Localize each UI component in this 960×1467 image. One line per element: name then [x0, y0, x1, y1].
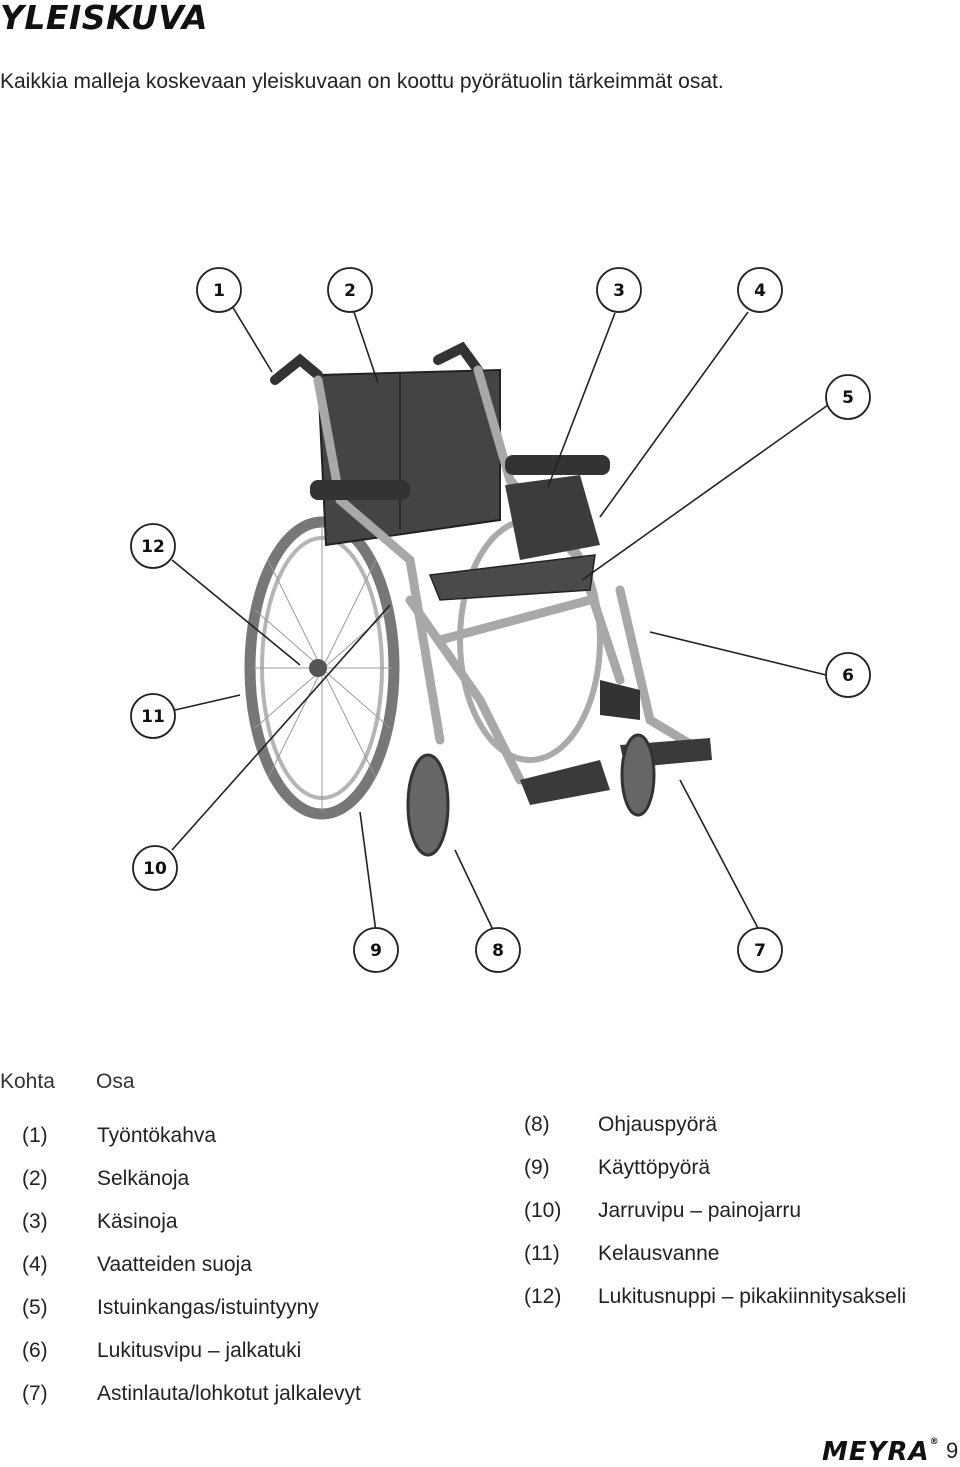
push-handle-left: [270, 353, 323, 385]
callout-6: 6: [825, 652, 871, 698]
list-item: (5) Istuinkangas/istuintyyny: [22, 1296, 361, 1339]
item-number: (4): [22, 1253, 48, 1276]
item-label: Astinlauta/lohkotut jalkalevyt: [97, 1382, 361, 1405]
castor-front-left: [406, 753, 450, 857]
parts-list-right: (8) Ohjauspyörä (9) Käyttöpyörä (10) Jarruv…: [524, 1113, 906, 1328]
column-header-part: Osa: [96, 1070, 135, 1093]
item-label: Ohjauspyörä: [598, 1113, 718, 1136]
svg-text:9: 9: [370, 941, 382, 961]
armrest-left: [310, 480, 410, 500]
item-number: (2): [22, 1167, 48, 1190]
column-header-item: Kohta: [0, 1070, 55, 1093]
footplate-left: [520, 760, 610, 805]
castor-front-right: [620, 733, 656, 817]
list-item: (2) Selkänoja: [22, 1167, 361, 1210]
callout-2: 2: [327, 267, 373, 313]
page-number: 9: [946, 1438, 959, 1463]
svg-text:10: 10: [143, 859, 167, 879]
svg-text:2: 2: [344, 281, 356, 301]
item-label: Selkänoja: [97, 1167, 190, 1190]
item-number: (10): [524, 1199, 562, 1222]
push-handle-right: [433, 341, 483, 375]
callout-7: 7: [737, 927, 783, 973]
page-title: YLEISKUVA: [0, 0, 209, 37]
page-subtitle: Kaikkia malleja koskevaan yleiskuvaan on…: [0, 70, 724, 93]
list-item: (10) Jarruvipu – painojarru: [524, 1199, 906, 1242]
item-label: Työntökahva: [97, 1124, 217, 1147]
brand-name: MEYRA: [822, 1437, 930, 1467]
item-number: (1): [22, 1124, 48, 1147]
wheelchair-illustration: [244, 341, 712, 857]
item-label: Vaatteiden suoja: [97, 1253, 252, 1276]
registered-mark: ®: [929, 1437, 940, 1447]
item-label: Jarruvipu – painojarru: [598, 1199, 802, 1222]
item-number: (6): [22, 1339, 48, 1362]
item-label: Lukitusnuppi – pikakiinnitysakseli: [598, 1285, 907, 1308]
callout-9: 9: [353, 927, 399, 973]
item-number: (3): [22, 1210, 48, 1233]
item-number: (11): [524, 1242, 560, 1265]
list-item: (11) Kelausvanne: [524, 1242, 906, 1285]
callout-markers: 1 2 3 4 5 6 7 8: [130, 267, 871, 973]
callout-5: 5: [825, 374, 871, 420]
item-number: (9): [524, 1156, 550, 1179]
item-label: Kelausvanne: [598, 1242, 720, 1265]
callout-3: 3: [596, 267, 642, 313]
item-label: Istuinkangas/istuintyyny: [97, 1296, 319, 1319]
callout-8: 8: [475, 927, 521, 973]
svg-text:6: 6: [842, 666, 854, 686]
backrest: [316, 368, 501, 547]
svg-text:1: 1: [213, 281, 225, 301]
item-number: (5): [22, 1296, 48, 1319]
item-number: (8): [524, 1113, 550, 1136]
svg-text:12: 12: [141, 537, 165, 557]
item-number: (12): [524, 1285, 562, 1308]
item-number: (7): [22, 1382, 48, 1405]
callout-11: 11: [130, 693, 176, 739]
callout-4: 4: [737, 267, 783, 313]
callout-12: 12: [130, 523, 176, 569]
armrest-right: [505, 455, 610, 475]
list-item: (1) Työntökahva: [22, 1124, 361, 1167]
list-item: (6) Lukitusvipu – jalkatuki: [22, 1339, 361, 1382]
svg-text:4: 4: [754, 281, 766, 301]
list-item: (8) Ohjauspyörä: [524, 1113, 906, 1156]
parts-list-left: (1)Työntökahva (2)Selkänoja (3)Käsinoja …: [22, 1124, 361, 1425]
wheelchair-diagram: 1 2 3 4 5 6 7 8: [130, 267, 871, 973]
seat: [428, 554, 596, 601]
item-label: Käyttöpyörä: [598, 1156, 711, 1179]
brand-logo: MEYRA®: [822, 1437, 940, 1467]
clothing-guard: [505, 475, 600, 560]
svg-text:11: 11: [141, 707, 165, 727]
drive-wheel: [244, 516, 400, 820]
svg-text:3: 3: [613, 281, 625, 301]
svg-text:5: 5: [842, 388, 854, 408]
item-label: Lukitusvipu – jalkatuki: [97, 1339, 302, 1362]
list-item: (4) Vaatteiden suoja: [22, 1253, 361, 1296]
svg-text:8: 8: [492, 941, 504, 961]
list-item: (3) Käsinoja: [22, 1210, 361, 1253]
list-item: (12) Lukitusnuppi – pikakiinnitysakseli: [524, 1285, 906, 1328]
list-item: (9) Käyttöpyörä: [524, 1156, 906, 1199]
svg-text:7: 7: [754, 941, 766, 961]
leader-lines: [171, 305, 829, 933]
callout-1: 1: [196, 267, 242, 313]
callout-10: 10: [132, 845, 178, 891]
item-label: Käsinoja: [97, 1210, 178, 1233]
list-item: (7) Astinlauta/lohkotut jalkalevyt: [22, 1382, 361, 1425]
